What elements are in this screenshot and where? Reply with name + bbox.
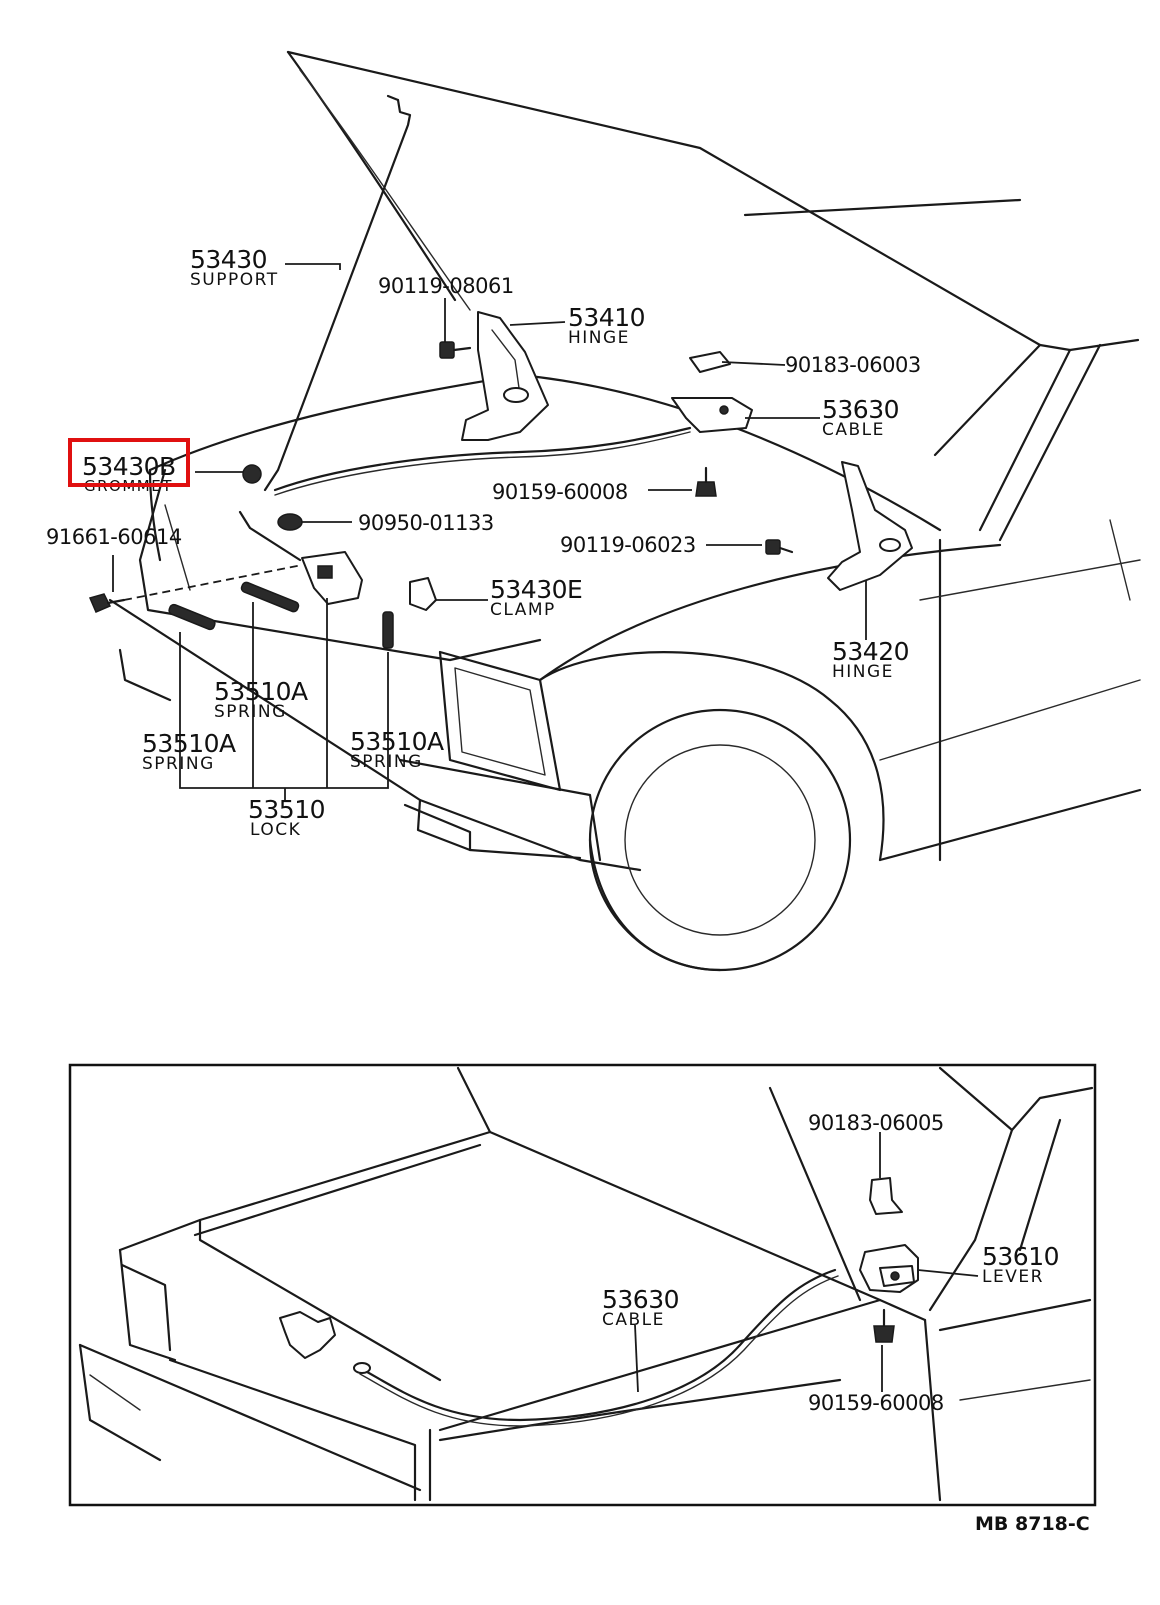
svg-text:53510A: 53510A: [214, 677, 308, 706]
top-car-drawing: [108, 50, 1142, 972]
callout-90183-06005: 90183-06005: [808, 1111, 944, 1135]
emblem-part: [279, 1311, 336, 1359]
callout-90183-06003: 90183-06003: [785, 353, 921, 377]
svg-text:LOCK: LOCK: [250, 820, 301, 840]
svg-text:53410: 53410: [568, 303, 645, 332]
spring-right-part: [382, 611, 394, 649]
callout-90119-06023: 90119-06023: [560, 533, 696, 557]
callout-53420: 53420 HINGE: [832, 637, 910, 682]
svg-text:53430E: 53430E: [490, 575, 582, 604]
svg-text:90159-60008: 90159-60008: [808, 1391, 944, 1415]
bolt-91661-60614-part: [88, 564, 303, 613]
top-parts: [88, 94, 913, 649]
callout-53430E: 53430E CLAMP: [490, 575, 583, 620]
svg-text:LEVER: LEVER: [982, 1267, 1044, 1287]
callout-53630-bottom: 53630 CABLE: [602, 1285, 680, 1330]
svg-text:SPRING: SPRING: [350, 752, 423, 772]
svg-text:90950-01133: 90950-01133: [358, 511, 494, 535]
callout-53430B: 53430B GROMMET: [68, 438, 190, 495]
svg-text:90159-60008: 90159-60008: [492, 480, 628, 504]
callout-90119-08061: 90119-08061: [378, 274, 514, 298]
svg-text:CABLE: CABLE: [822, 420, 885, 440]
bottom-parts: [353, 1177, 919, 1427]
callout-90159-60008-top: 90159-60008: [492, 480, 628, 504]
inset-frame: [68, 1063, 1097, 1507]
bolt-90119-06023-part: [765, 539, 794, 555]
clip-90183-06003-part: [689, 351, 731, 373]
svg-text:CABLE: CABLE: [602, 1310, 665, 1330]
cable-top-part: [273, 426, 692, 492]
svg-text:90119-08061: 90119-08061: [378, 274, 514, 298]
plug-90950-01133-part: [277, 513, 303, 531]
top-leader-lines: [112, 263, 867, 800]
callout-53430: 53430 SUPPORT: [190, 245, 279, 290]
grommet-53430B-part: [242, 464, 262, 484]
lock-53510-part: [238, 510, 363, 605]
callout-53510: 53510 LOCK: [248, 795, 326, 840]
support-rod-part: [263, 98, 412, 492]
drawing-code: MB 8718-C: [975, 1513, 1090, 1535]
highlight-box: [68, 438, 190, 487]
svg-text:SPRING: SPRING: [142, 754, 215, 774]
svg-text:HINGE: HINGE: [832, 662, 894, 682]
callout-53510A-1: 53510A SPRING: [214, 677, 309, 722]
callout-91661-60614: 91661-60614: [46, 525, 182, 549]
clip-90159-60008-top-part: [695, 466, 717, 497]
bottom-car-drawing: [78, 1066, 1094, 1502]
callout-53410: 53410 HINGE: [568, 303, 646, 348]
svg-text:53510A: 53510A: [142, 729, 236, 758]
hinge-53410-part: [461, 311, 549, 441]
clip-90183-06005-part: [869, 1177, 903, 1215]
bottom-leader-lines: [634, 1132, 979, 1393]
svg-text:53630: 53630: [602, 1285, 679, 1314]
svg-text:53610: 53610: [982, 1242, 1059, 1271]
svg-text:53430: 53430: [190, 245, 267, 274]
svg-text:91661-60614: 91661-60614: [46, 525, 182, 549]
spring-left-part: [168, 603, 216, 631]
svg-text:53430B: 53430B: [82, 452, 176, 481]
spring-middle-part: [240, 581, 300, 613]
svg-text:SUPPORT: SUPPORT: [190, 270, 279, 290]
bolt-90119-08061-part: [439, 341, 472, 359]
svg-text:90119-06023: 90119-06023: [560, 533, 696, 557]
clip-90159-60008-bottom-part: [873, 1308, 895, 1343]
callout-90950-01133: 90950-01133: [358, 511, 494, 535]
cable-bottom-part: [358, 1268, 837, 1422]
cable-bracket-53630-part: [671, 397, 753, 433]
callout-53510A-2: 53510A SPRING: [142, 729, 237, 774]
svg-text:SPRING: SPRING: [214, 702, 287, 722]
svg-text:53510A: 53510A: [350, 727, 444, 756]
svg-text:90183-06005: 90183-06005: [808, 1111, 944, 1135]
svg-text:CLAMP: CLAMP: [490, 600, 556, 620]
svg-text:90183-06003: 90183-06003: [785, 353, 921, 377]
callout-90159-60008-bottom: 90159-60008: [808, 1391, 944, 1415]
svg-text:HINGE: HINGE: [568, 328, 630, 348]
callout-53630-top: 53630 CABLE: [822, 395, 900, 440]
svg-text:53420: 53420: [832, 637, 909, 666]
callout-53510A-3: 53510A SPRING: [350, 727, 445, 772]
hinge-53420-part: [827, 461, 913, 591]
svg-text:53510: 53510: [248, 795, 325, 824]
svg-text:53630: 53630: [822, 395, 899, 424]
clamp-53430E-part: [409, 577, 437, 611]
callout-53610: 53610 LEVER: [982, 1242, 1060, 1287]
